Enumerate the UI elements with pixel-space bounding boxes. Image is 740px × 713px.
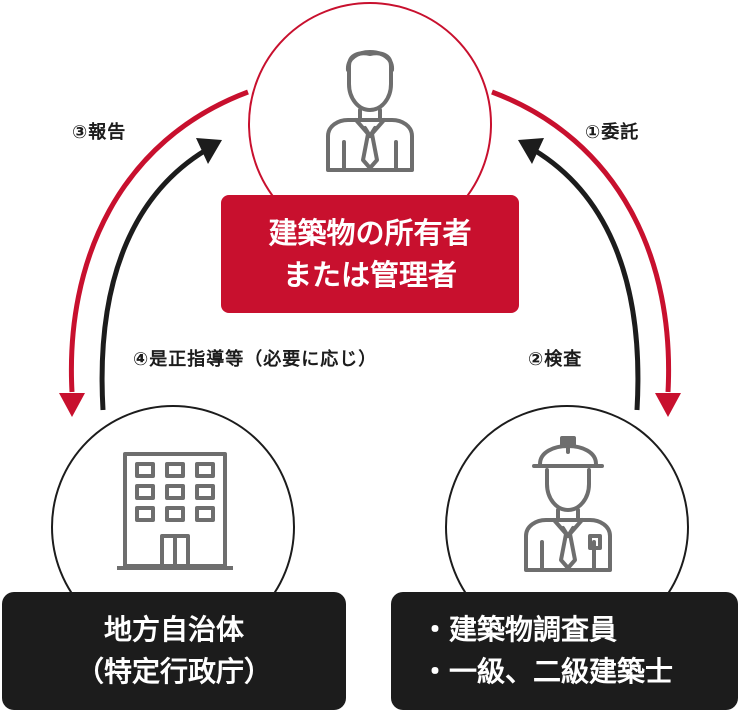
guidance-label: ④是正指導等（必要に応じ） <box>133 349 378 370</box>
inspection-arrow-head <box>518 138 544 164</box>
government-label-line2: （特定行政庁） <box>75 655 272 688</box>
report-label: ③報告 <box>72 122 127 143</box>
inspector-label: ・建築物調査員 ・一級、二級建築士 <box>391 592 738 710</box>
inspection-arrow <box>532 147 641 411</box>
government-label: 地方自治体 （特定行政庁） <box>2 592 346 710</box>
report-arrow-head <box>59 393 85 417</box>
inspector-label-line2: ・一級、二級建築士 <box>421 655 674 688</box>
office-building-icon <box>117 452 233 570</box>
owner-label-line2: または管理者 <box>282 258 457 292</box>
guidance-arrow <box>99 147 208 411</box>
commission-arrow-head <box>655 393 681 417</box>
government-label-line1: 地方自治体 <box>103 613 244 646</box>
inspector-label-line1: ・建築物調査員 <box>421 613 618 646</box>
owner-label: 建築物の所有者 または管理者 <box>221 195 519 313</box>
businessman-icon <box>326 50 414 172</box>
commission-label: ①委託 <box>585 122 640 143</box>
worker-hardhat-icon <box>524 436 612 572</box>
inspection-label: ②検査 <box>528 349 583 370</box>
owner-label-line1: 建築物の所有者 <box>268 216 472 250</box>
report-arrow <box>68 89 249 393</box>
guidance-arrow-head <box>196 138 222 164</box>
commission-arrow <box>491 89 672 393</box>
